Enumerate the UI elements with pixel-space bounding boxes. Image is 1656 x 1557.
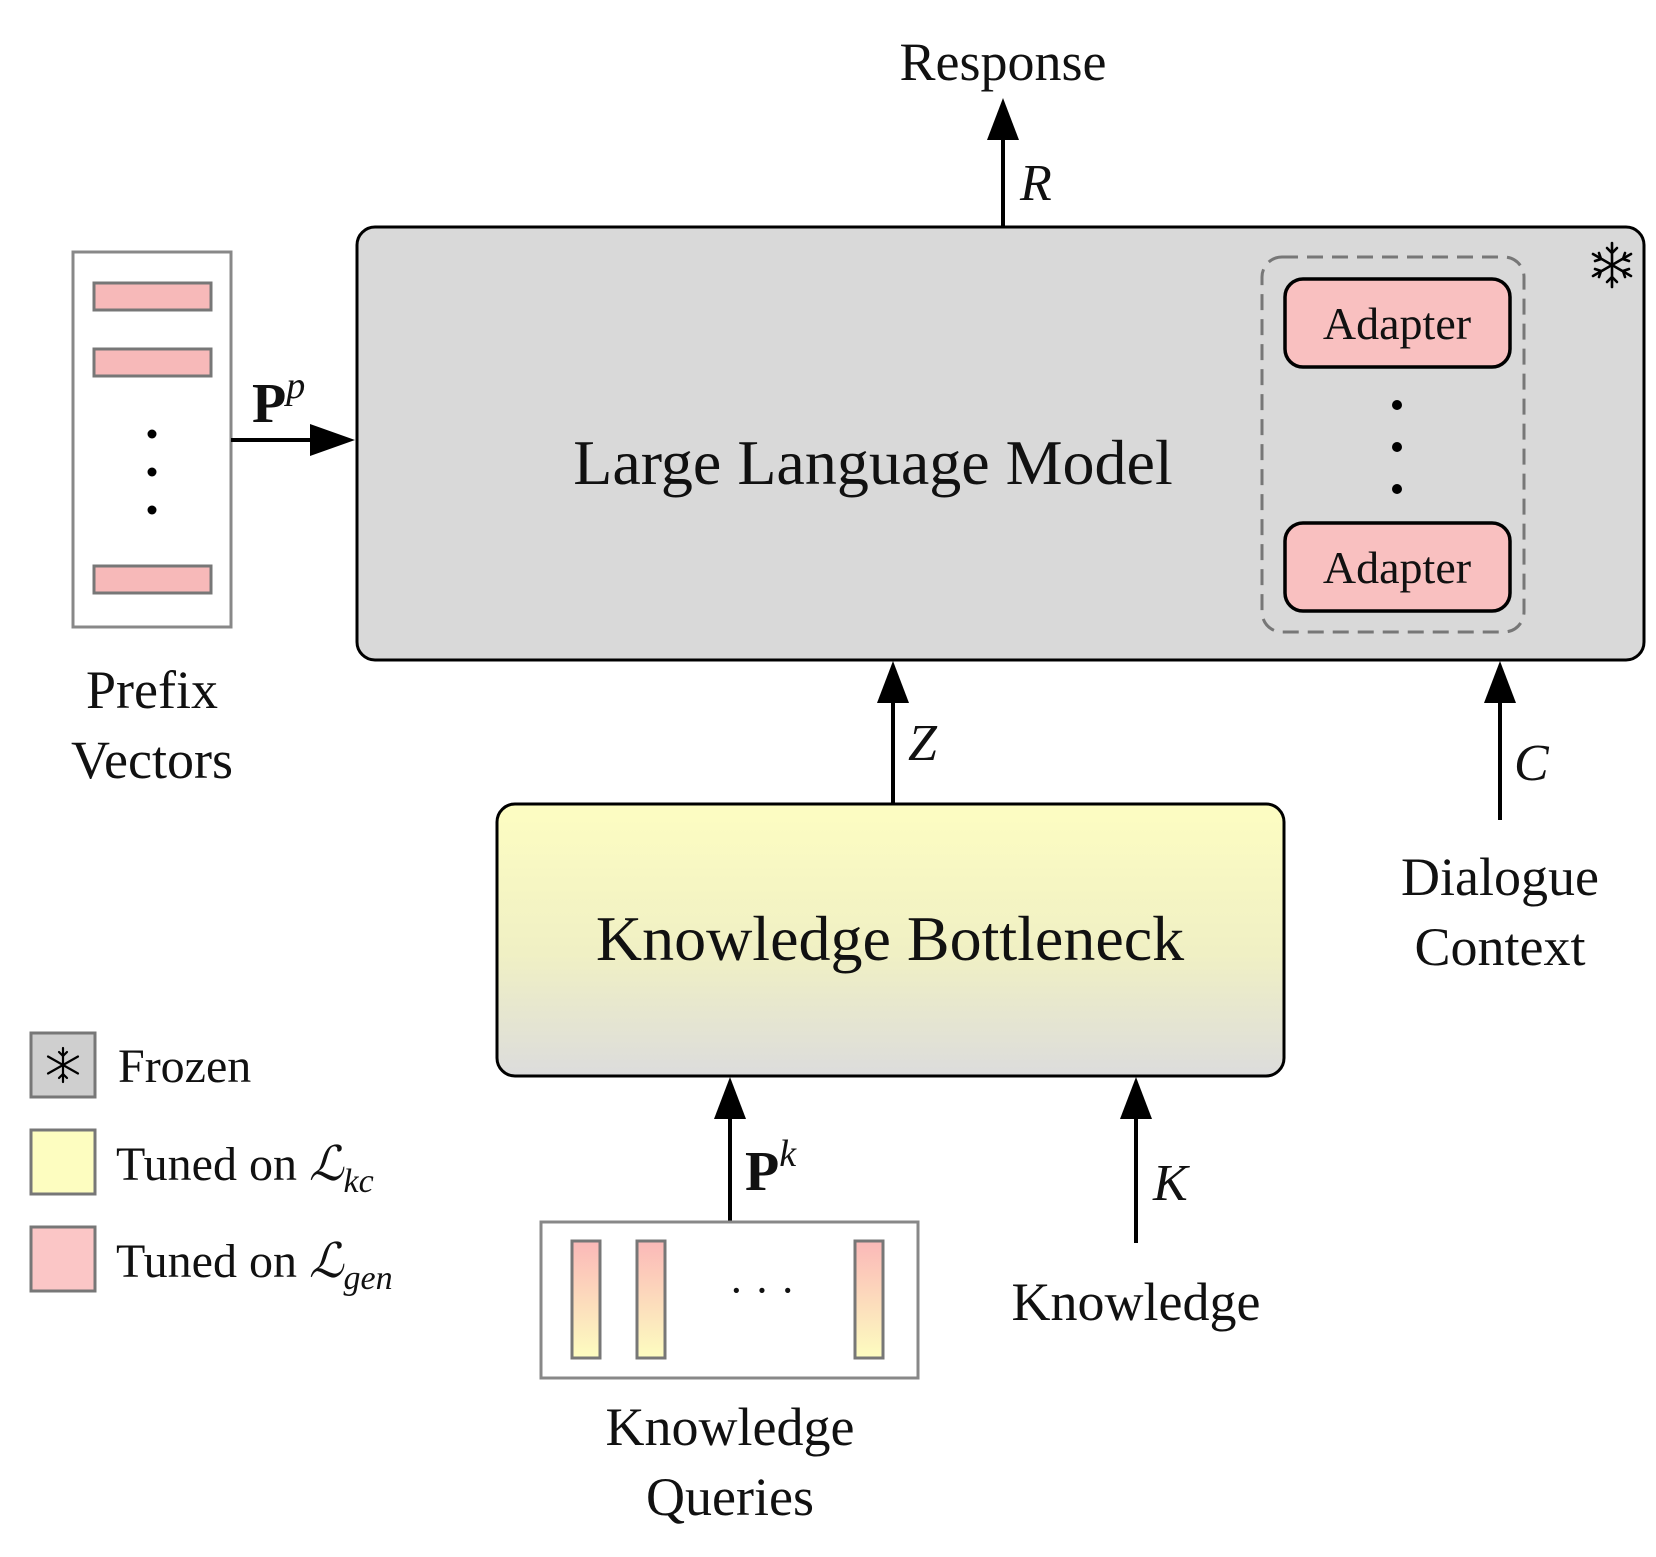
- dialogue-context-line2: Context: [1415, 917, 1586, 977]
- symbol-r: R: [1019, 155, 1052, 212]
- legend-tuned-kc-label: Tuned on ℒkc: [116, 1138, 374, 1200]
- symbol-pk: Pk: [745, 1133, 797, 1203]
- symbol-pp: Pp: [252, 365, 305, 435]
- knowledge-bottleneck-block: Knowledge Bottleneck: [495, 802, 1286, 1078]
- knowledge-queries-line2: Queries: [646, 1467, 814, 1527]
- adapter-top-label: Adapter: [1323, 298, 1471, 349]
- symbol-c: C: [1514, 735, 1550, 792]
- adapter-bottom: Adapter: [1283, 521, 1512, 613]
- llm-title: Large Language Model: [573, 427, 1172, 498]
- prefix-vectors-line1: Prefix: [86, 660, 218, 720]
- query-vector-1: [570, 1239, 602, 1360]
- knowledge-label: Knowledge: [1012, 1272, 1261, 1332]
- legend-frozen: Frozen: [29, 1031, 251, 1099]
- query-arrow: [714, 1077, 746, 1223]
- z-arrow: [877, 661, 909, 805]
- response-arrow: [987, 98, 1019, 227]
- legend-tuned-gen: Tuned on ℒgen: [29, 1225, 393, 1297]
- legend-tuned-kc: Tuned on ℒkc: [29, 1128, 374, 1200]
- prefix-vector-n: [92, 564, 213, 595]
- prefix-ellipsis: [147, 429, 157, 515]
- adapter-ellipsis: [1392, 400, 1402, 494]
- knowledge-arrow: [1120, 1077, 1152, 1243]
- snowflake-icon: [1591, 241, 1633, 289]
- query-vector-2: [635, 1239, 667, 1360]
- prefix-vector-2: [92, 347, 213, 378]
- adapter-stack: Adapter Adapter: [1260, 255, 1526, 634]
- query-vector-n: [853, 1239, 885, 1360]
- legend: Frozen Tuned on ℒkc Tuned on ℒgen: [29, 1031, 393, 1297]
- dialogue-context-line1: Dialogue: [1401, 847, 1599, 907]
- prefix-arrow: [231, 424, 355, 456]
- legend-frozen-label: Frozen: [118, 1040, 251, 1093]
- legend-snowflake-icon: [46, 1046, 80, 1084]
- legend-tuned-gen-label: Tuned on ℒgen: [116, 1235, 393, 1297]
- response-label: Response: [900, 32, 1107, 92]
- context-arrow: [1484, 661, 1516, 820]
- prefix-vectors-box: [71, 250, 233, 629]
- knowledge-queries-line1: Knowledge: [606, 1397, 855, 1457]
- prefix-vector-1: [92, 281, 213, 312]
- adapter-top: Adapter: [1283, 277, 1512, 369]
- symbol-k: K: [1152, 1155, 1190, 1212]
- symbol-z: Z: [908, 715, 938, 772]
- prefix-vectors-line2: Vectors: [71, 730, 233, 790]
- bottleneck-title: Knowledge Bottleneck: [596, 903, 1184, 974]
- query-ellipsis: · · ·: [729, 1266, 795, 1315]
- adapter-bottom-label: Adapter: [1323, 542, 1471, 593]
- knowledge-queries-box: · · ·: [539, 1220, 920, 1380]
- llm-block: Large Language Model Adapter: [355, 225, 1646, 662]
